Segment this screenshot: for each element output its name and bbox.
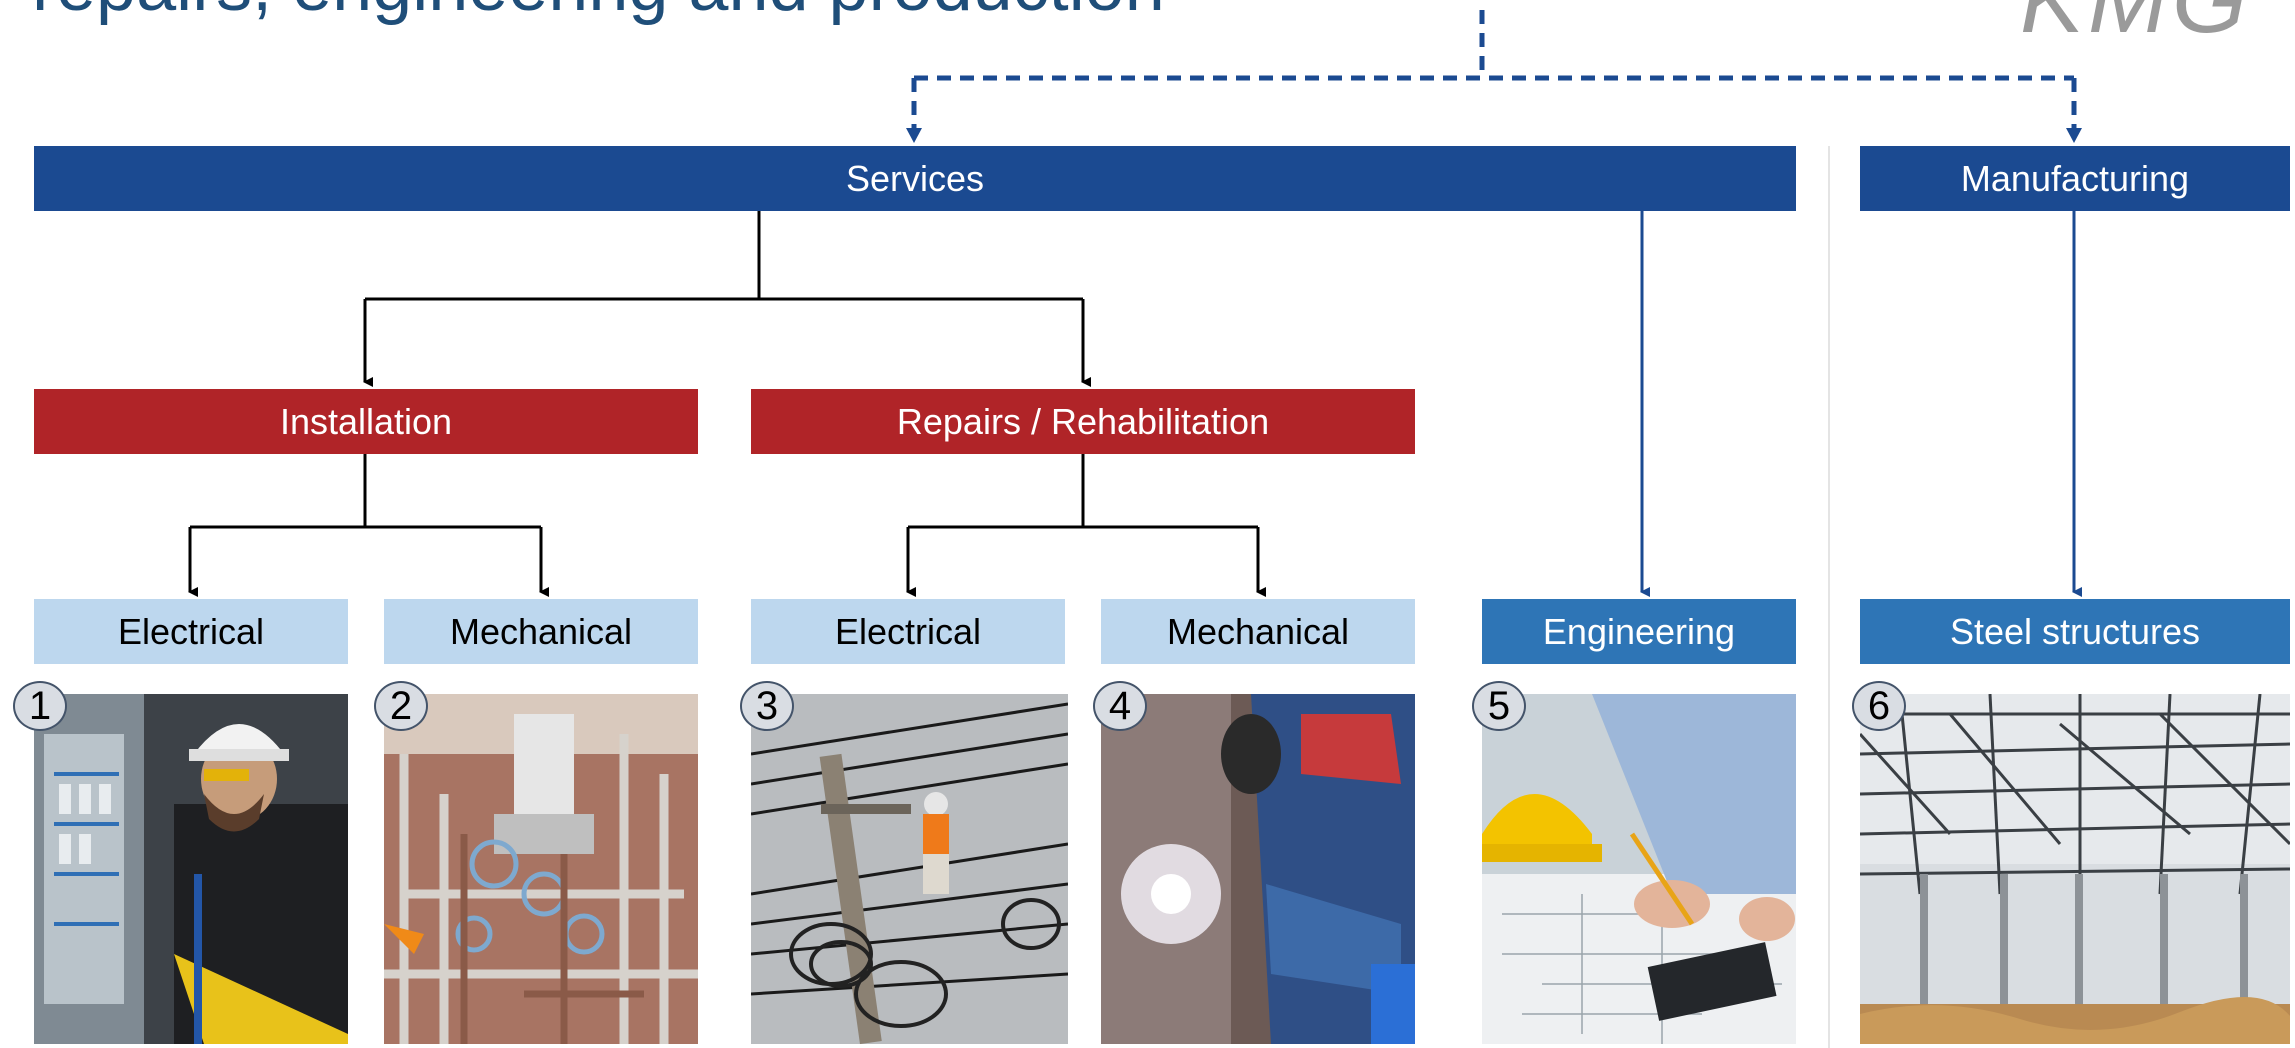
page-title: repairs, engineering and production: [32, 0, 1165, 22]
engineering-box: Engineering: [1482, 599, 1796, 664]
badge-3: 3: [740, 681, 794, 731]
column-divider: [1828, 146, 1830, 1048]
repairs-mechanical-box: Mechanical: [1101, 599, 1415, 664]
installation-electrical-box: Electrical: [34, 599, 348, 664]
photo-mechanical-installation: [384, 694, 698, 1044]
photo-engineering: [1482, 694, 1796, 1044]
services-box: Services: [34, 146, 1796, 211]
photo-electrical-repairs: [751, 694, 1068, 1044]
repairs-box: Repairs / Rehabilitation: [751, 389, 1415, 454]
company-logo: KMG: [2020, 0, 2251, 48]
badge-4: 4: [1093, 681, 1147, 731]
badge-6: 6: [1852, 681, 1906, 731]
installation-box: Installation: [34, 389, 698, 454]
badge-1: 1: [13, 681, 67, 731]
manufacturing-box: Manufacturing: [1860, 146, 2290, 211]
badge-2: 2: [374, 681, 428, 731]
dashed-connector: [914, 10, 2074, 81]
badge-5: 5: [1472, 681, 1526, 731]
photo-steel-structures: [1860, 694, 2290, 1044]
installation-mechanical-box: Mechanical: [384, 599, 698, 664]
photo-electrical-installation: [34, 694, 348, 1044]
repairs-electrical-box: Electrical: [751, 599, 1065, 664]
photo-mechanical-repairs: [1101, 694, 1415, 1044]
steel-structures-box: Steel structures: [1860, 599, 2290, 664]
